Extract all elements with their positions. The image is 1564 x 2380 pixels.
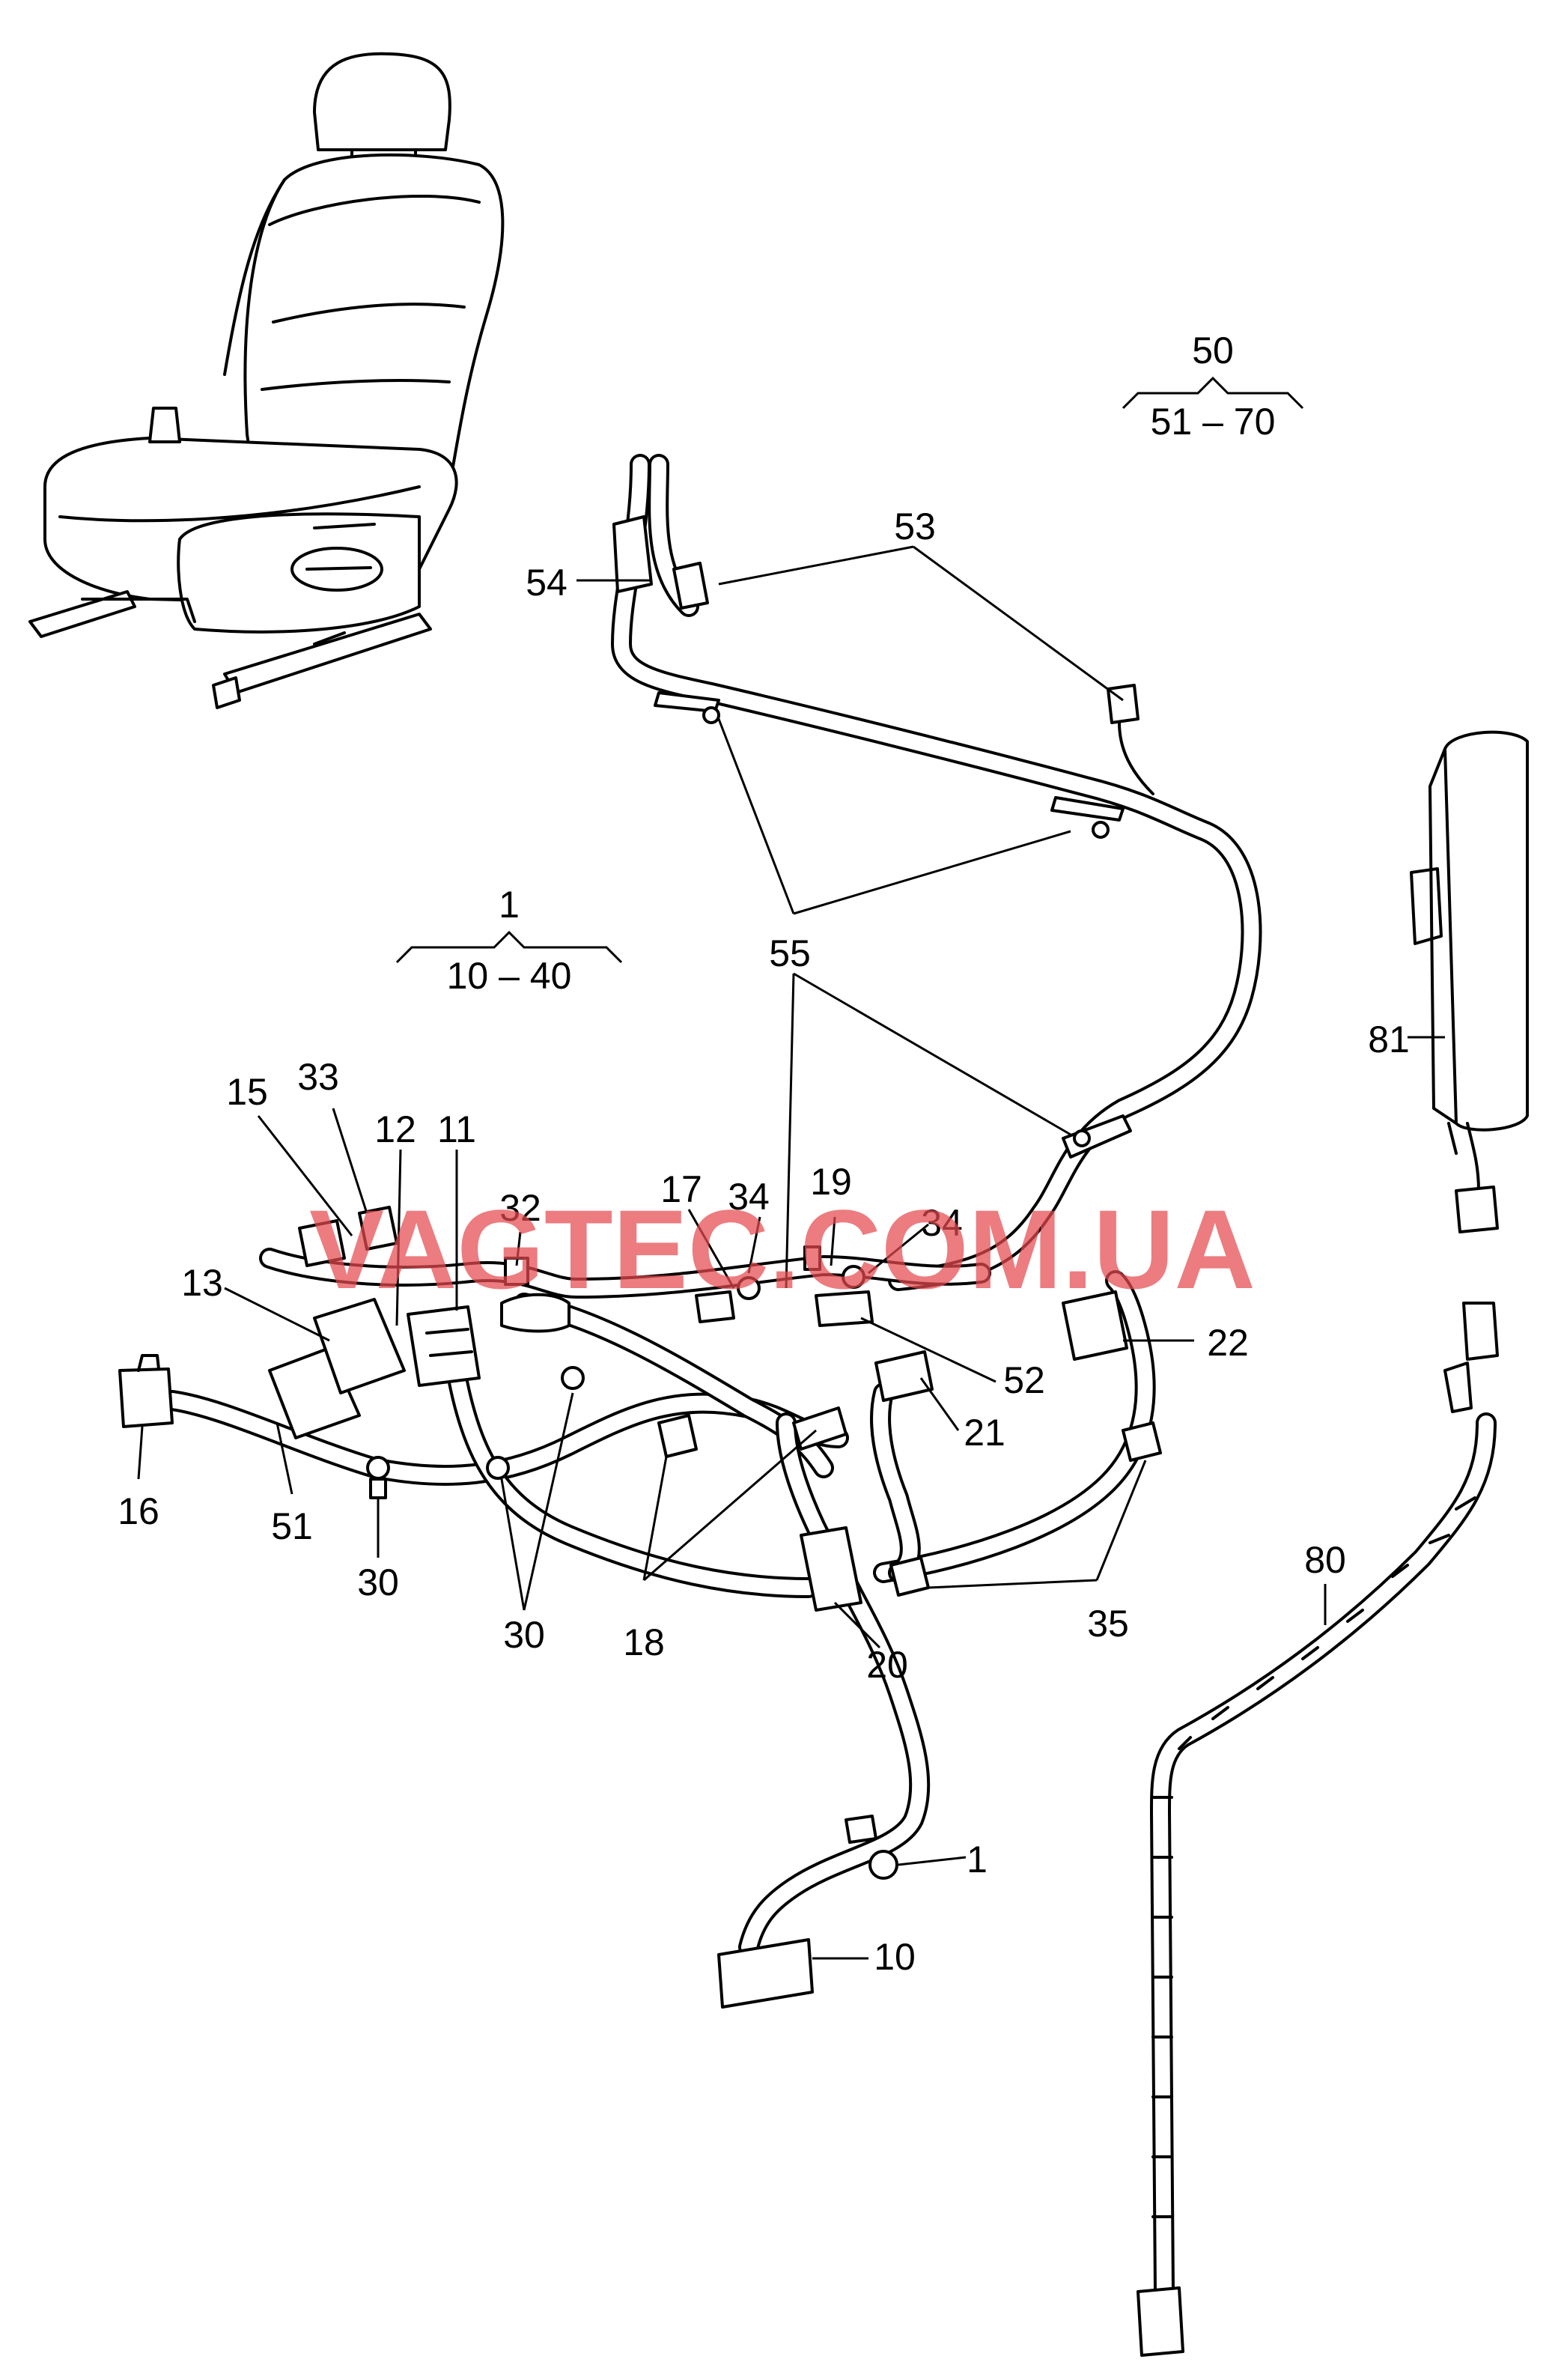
clip-35a [1122, 1421, 1162, 1462]
clip-30a [366, 1456, 390, 1480]
connector-17 [695, 1290, 735, 1323]
label-34b: 34 [921, 1202, 963, 1244]
label-17: 17 [660, 1168, 702, 1210]
connector-22 [1062, 1290, 1128, 1361]
connector-15 [298, 1219, 346, 1267]
label-52: 52 [1003, 1359, 1045, 1401]
label-80: 80 [1304, 1539, 1346, 1581]
label-13: 13 [181, 1262, 223, 1304]
label-51: 51 [271, 1505, 313, 1547]
leader-lines [137, 376, 1445, 1960]
connector-19 [803, 1245, 821, 1271]
label-34a: 34 [728, 1176, 770, 1218]
label-16: 16 [118, 1490, 159, 1532]
label-20: 20 [866, 1644, 908, 1686]
connector-33 [358, 1206, 398, 1251]
clip-55b [1092, 821, 1110, 839]
label-11: 11 [437, 1108, 476, 1150]
watermark: VAGTEC.COM.UA [309, 1186, 1256, 1312]
connector-53a [672, 562, 709, 610]
label-19: 19 [810, 1161, 852, 1203]
label-22: 22 [1207, 1322, 1249, 1364]
connector-18a [657, 1414, 698, 1458]
clip-55a [702, 706, 720, 724]
connector-20 [800, 1526, 862, 1612]
clip-30b [486, 1456, 510, 1480]
label-12: 12 [374, 1108, 416, 1150]
connector-10 [717, 1938, 814, 2009]
group-50-top: 50 [1192, 330, 1234, 371]
label-53: 53 [894, 506, 936, 547]
connector-80b [1137, 2286, 1184, 2357]
connector-80a [1462, 1302, 1499, 1361]
label-33: 33 [297, 1056, 339, 1098]
label-32: 32 [499, 1187, 541, 1229]
label-21: 21 [964, 1412, 1005, 1454]
group-50-range: 51 – 70 [1151, 401, 1276, 443]
connector-11 [407, 1305, 481, 1387]
label-54: 54 [526, 562, 568, 604]
label-30b: 30 [503, 1614, 545, 1656]
clip-1 [868, 1850, 898, 1880]
label-81: 81 [1368, 1019, 1410, 1060]
connector-53b [1107, 684, 1139, 724]
label-30a: 30 [357, 1561, 399, 1603]
harness-80 [1137, 1302, 1499, 2357]
label-15: 15 [226, 1071, 268, 1113]
connector-54 [612, 515, 653, 593]
connector-16 [118, 1367, 174, 1428]
group-1-range: 10 – 40 [447, 955, 572, 997]
clip-55c [1073, 1129, 1091, 1147]
group-1-top: 1 [499, 884, 520, 926]
label-35: 35 [1087, 1603, 1129, 1645]
connector-13 [313, 1298, 406, 1394]
bolt-34b [842, 1265, 865, 1289]
bolt-34a [737, 1276, 761, 1300]
connector-21 [874, 1350, 934, 1402]
label-1: 1 [967, 1839, 988, 1880]
connector-52 [815, 1290, 874, 1327]
clip-35b [889, 1556, 930, 1597]
main-harness [118, 1206, 1162, 2009]
label-18: 18 [623, 1621, 665, 1663]
label-55: 55 [769, 932, 811, 974]
side-airbag [1410, 730, 1529, 1233]
seat-illustration [28, 52, 505, 709]
clip-32 [504, 1257, 529, 1286]
upper-harness [611, 454, 1262, 1291]
clip-30c [561, 1366, 585, 1390]
airbag-81 [1443, 730, 1529, 1132]
label-10: 10 [874, 1936, 916, 1978]
